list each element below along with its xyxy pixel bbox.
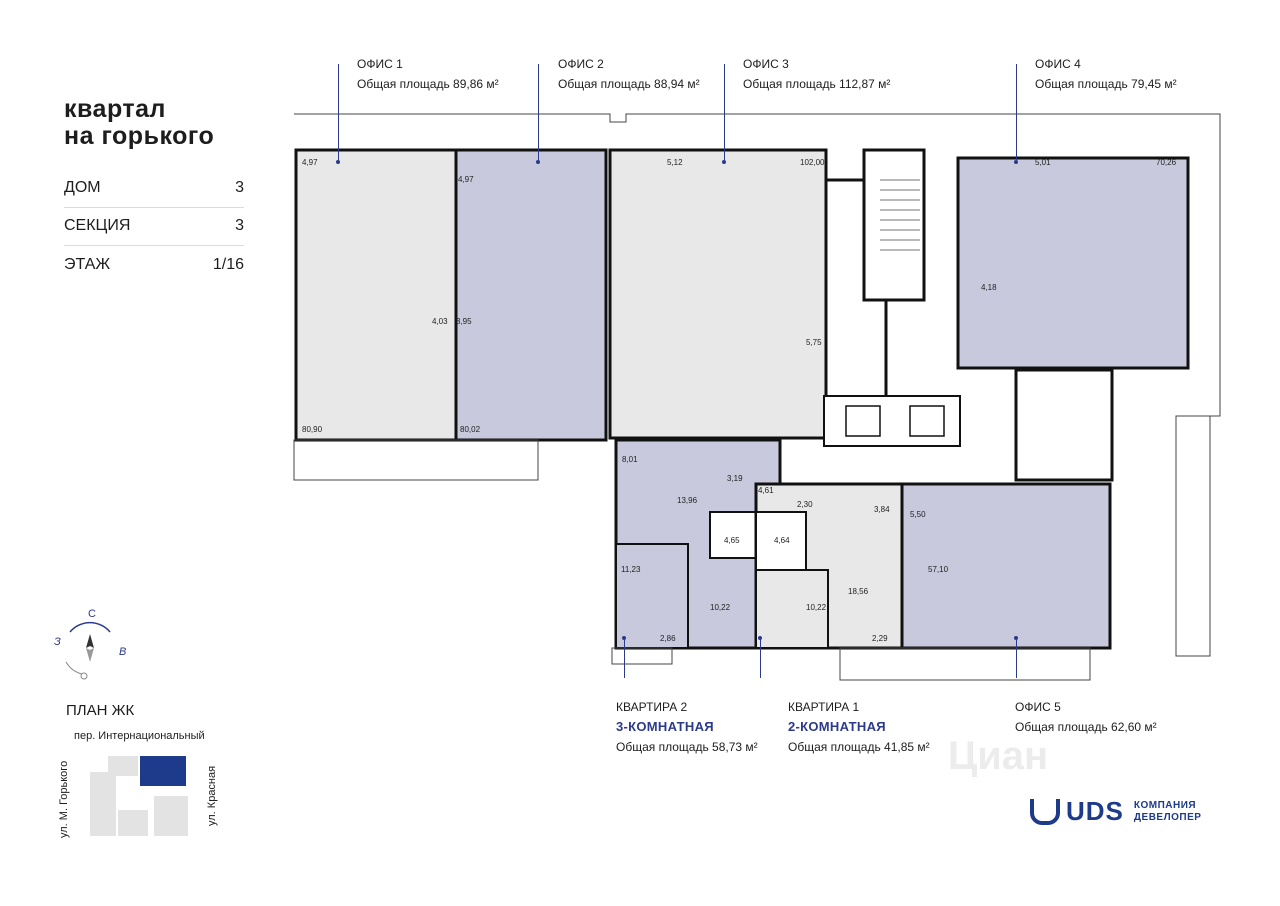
room-area: 4,61 xyxy=(758,486,774,495)
room-area: 2,86 xyxy=(660,634,676,643)
street-top: пер. Интернациональный xyxy=(74,730,205,742)
room-area: 5,75 xyxy=(806,338,822,347)
compass-north: С xyxy=(88,608,96,620)
room-area: 3,95 xyxy=(456,317,472,326)
info-label: СЕКЦИЯ xyxy=(64,217,131,234)
compass-east: В xyxy=(119,646,127,658)
office-name: ОФИС 1 xyxy=(357,57,403,71)
apartment-2-label[interactable]: КВАРТИРА 2 3-КОМНАТНАЯ Общая площадь 58,… xyxy=(616,697,758,757)
office-3-area xyxy=(608,148,828,440)
room-area: 4,97 xyxy=(458,175,474,184)
room-area: 80,02 xyxy=(460,425,481,434)
office-1-label[interactable]: ОФИС 1 Общая площадь 89,86 м² xyxy=(357,54,499,94)
office-area: Общая площадь 62,60 м² xyxy=(1015,720,1157,734)
room-area: 11,23 xyxy=(621,565,641,574)
apartment-name: КВАРТИРА 1 xyxy=(788,700,860,714)
room-area: 18,56 xyxy=(848,587,869,596)
room-area: 3,19 xyxy=(727,474,743,483)
compass-icon xyxy=(65,621,111,680)
room-area: 3,84 xyxy=(874,505,890,514)
office-2-area xyxy=(454,148,608,442)
office-4-label[interactable]: ОФИС 4 Общая площадь 79,45 м² xyxy=(1035,54,1177,94)
room-area: 5,01 xyxy=(1035,158,1051,167)
office-5-area xyxy=(900,482,1112,650)
apartment-name: КВАРТИРА 2 xyxy=(616,700,688,714)
office-area: Общая площадь 112,87 м² xyxy=(743,77,891,91)
room-area: 2,30 xyxy=(797,500,813,509)
info-label: ДОМ xyxy=(64,179,101,196)
street-right: ул. Красная xyxy=(206,765,218,826)
apartment-1-label[interactable]: КВАРТИРА 1 2-КОМНАТНАЯ Общая площадь 41,… xyxy=(788,697,930,757)
room-area: 4,65 xyxy=(724,536,740,545)
project-title-line2: на горького xyxy=(64,122,215,150)
watermark: Циан xyxy=(948,734,1049,778)
info-label: ЭТАЖ xyxy=(64,256,111,273)
room-area: 57,10 xyxy=(928,565,949,574)
project-title: квартал на горького xyxy=(64,96,214,150)
info-value: 1/16 xyxy=(212,256,244,273)
office-5-label[interactable]: ОФИС 5 Общая площадь 62,60 м² xyxy=(1015,697,1157,737)
apartment-area: Общая площадь 41,85 м² xyxy=(788,740,930,754)
office-name: ОФИС 3 xyxy=(743,57,789,71)
office-name: ОФИС 4 xyxy=(1035,57,1081,71)
office-3-label[interactable]: ОФИС 3 Общая площадь 112,87 м² xyxy=(743,54,890,94)
apartment-type: 2-КОМНАТНАЯ xyxy=(788,719,886,734)
office-2-label[interactable]: ОФИС 2 Общая площадь 88,94 м² xyxy=(558,54,700,94)
room-area: 5,50 xyxy=(910,510,926,519)
room-area: 8,01 xyxy=(622,455,638,464)
room-area: 4,18 xyxy=(981,283,997,292)
floor-plan xyxy=(293,113,1221,681)
office-1-area xyxy=(294,148,458,442)
room-area: 5,12 xyxy=(667,158,683,167)
room-area: 10,22 xyxy=(806,603,827,612)
room-area: 4,03 xyxy=(432,317,448,326)
logo-line2: ДЕВЕЛОПЕР xyxy=(1133,811,1202,823)
office-area: Общая площадь 79,45 м² xyxy=(1035,77,1177,91)
info-value: 3 xyxy=(235,179,244,196)
site-plan-title: ПЛАН ЖК xyxy=(66,702,135,719)
info-row-section: СЕКЦИЯ 3 xyxy=(64,207,244,246)
apartment-type: 3-КОМНАТНАЯ xyxy=(616,719,714,734)
logo-subtitle: КОМПАНИЯ ДЕВЕЛОПЕР xyxy=(1134,800,1202,824)
site-plan-map xyxy=(90,756,188,836)
office-area: Общая площадь 88,94 м² xyxy=(558,77,700,91)
project-title-line1: квартал xyxy=(64,95,166,123)
info-row-house: ДОМ 3 xyxy=(64,169,244,208)
info-row-floor: ЭТАЖ 1/16 xyxy=(64,246,244,284)
room-area: 13,96 xyxy=(677,496,698,505)
room-area: 80,90 xyxy=(302,425,323,434)
room-area: 102,00 xyxy=(800,158,825,167)
office-area: Общая площадь 89,86 м² xyxy=(357,77,499,91)
company-logo: UDS КОМПАНИЯ ДЕВЕЛОПЕР xyxy=(1030,796,1201,827)
room-area: 4,97 xyxy=(302,158,318,167)
room-area: 2,29 xyxy=(872,634,888,643)
office-name: ОФИС 2 xyxy=(558,57,604,71)
office-name: ОФИС 5 xyxy=(1015,700,1061,714)
logo-line1: КОМПАНИЯ xyxy=(1133,799,1197,811)
logo-mark: UDS xyxy=(1066,796,1124,826)
apartment-area: Общая площадь 58,73 м² xyxy=(616,740,758,754)
compass-west: З xyxy=(54,636,61,648)
room-area: 10,22 xyxy=(710,603,731,612)
info-value: 3 xyxy=(235,217,244,234)
room-area: 70,26 xyxy=(1156,158,1177,167)
logo-icon xyxy=(1030,798,1060,825)
office-4-area xyxy=(956,156,1190,370)
room-area: 4,64 xyxy=(774,536,790,545)
street-left: ул. М. Горького xyxy=(58,760,70,838)
